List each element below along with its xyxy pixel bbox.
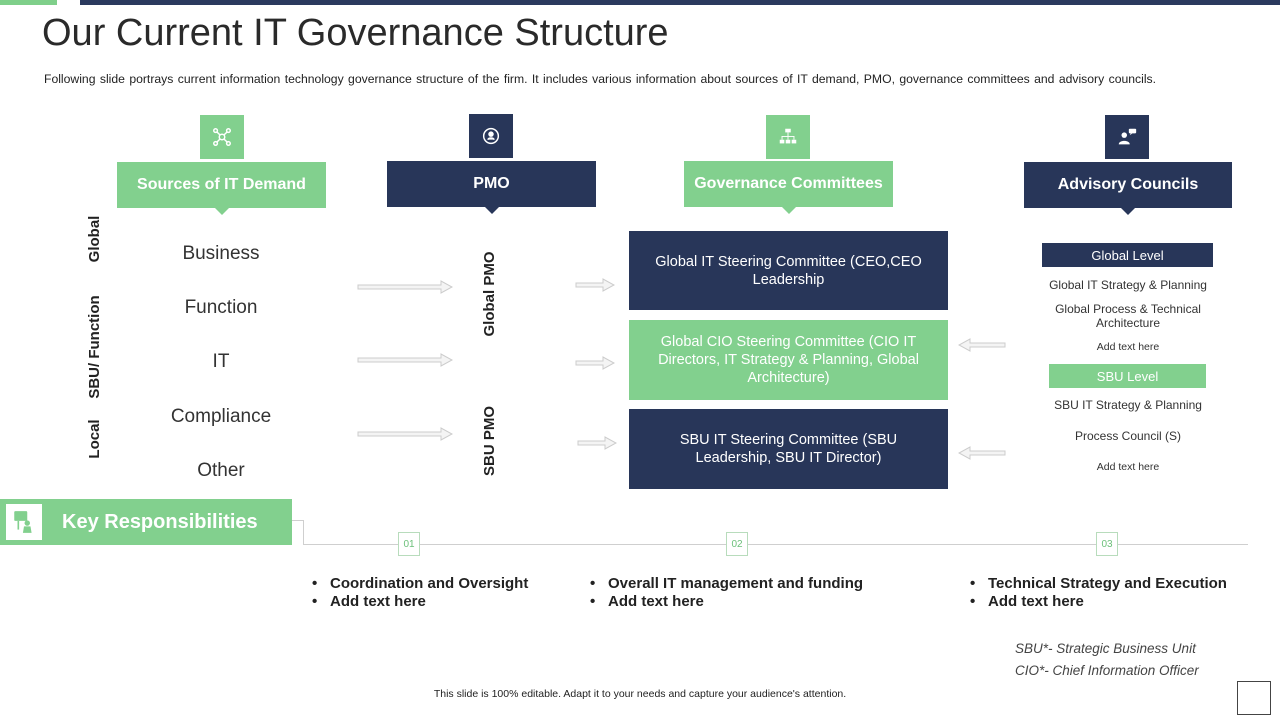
step-marker: 03: [1096, 532, 1118, 556]
scope-label-local: Local: [86, 419, 103, 459]
arrow-right-icon: [357, 353, 453, 367]
header-label: Sources of IT Demand: [137, 176, 306, 193]
source-item[interactable]: Business: [182, 243, 260, 264]
arrow-right-icon: [577, 436, 617, 450]
council-item: Add text here: [1096, 461, 1160, 473]
header-pmo[interactable]: PMO: [387, 161, 596, 214]
corner-box[interactable]: [1237, 681, 1271, 715]
target-person-icon: [469, 114, 513, 158]
arrow-right-icon: [357, 280, 453, 294]
footnote-sbu: SBU*- Strategic Business Unit: [1015, 641, 1196, 656]
council-item: SBU IT Strategy & Planning: [1054, 398, 1202, 412]
council-item: Process Council (S): [1074, 429, 1182, 443]
scope-label-sbu-function: SBU/ Function: [86, 295, 103, 399]
scope-label-global: Global: [86, 215, 103, 263]
responsibility-list-3[interactable]: •Technical Strategy and Execution •Add t…: [970, 575, 1227, 611]
committee-text: Global IT Steering Committee (CEO,CEO Le…: [655, 253, 922, 288]
footer-note: This slide is 100% editable. Adapt it to…: [433, 688, 847, 700]
header-governance-committees[interactable]: Governance Committees: [684, 161, 893, 214]
responsibility-list-2[interactable]: •Overall IT management and funding •Add …: [590, 575, 863, 611]
header-label: PMO: [473, 175, 510, 192]
org-chart-icon: [766, 115, 810, 159]
source-item[interactable]: Other: [197, 460, 245, 481]
committee-global-it-steering[interactable]: Global IT Steering Committee (CEO,CEO Le…: [629, 231, 948, 310]
list-item: •Add text here: [312, 593, 426, 610]
timeline-line: [304, 544, 1248, 545]
council-item: Add text here: [1096, 341, 1160, 353]
slide-title[interactable]: Our Current IT Governance Structure: [42, 12, 669, 54]
committee-global-cio-steering[interactable]: Global CIO Steering Committee (CIO IT Di…: [629, 320, 948, 400]
council-global-level[interactable]: Global Level: [1042, 243, 1213, 267]
key-responsibilities-label: Key Responsibilities: [62, 510, 258, 533]
committee-sbu-it-steering[interactable]: SBU IT Steering Committee (SBU Leadershi…: [629, 409, 948, 489]
list-item: •Add text here: [970, 593, 1084, 610]
person-board-icon: [6, 504, 42, 540]
header-advisory-councils[interactable]: Advisory Councils: [1024, 162, 1232, 215]
source-item[interactable]: IT: [212, 351, 230, 372]
list-item: •Technical Strategy and Execution: [970, 575, 1227, 592]
source-item[interactable]: Function: [184, 297, 258, 318]
step-marker: 01: [398, 532, 420, 556]
step-marker: 02: [726, 532, 748, 556]
network-icon: [200, 115, 244, 159]
pmo-label-global: Global PMO: [481, 251, 498, 337]
responsibility-list-1[interactable]: •Coordination and Oversight •Add text he…: [312, 575, 528, 611]
committee-text: Global CIO Steering Committee (CIO IT Di…: [658, 334, 919, 386]
list-item: •Add text here: [590, 593, 704, 610]
council-item: Global Process & Technical Architecture: [1055, 302, 1201, 330]
arrow-right-icon: [575, 278, 615, 292]
arrow-left-icon: [958, 338, 1006, 352]
council-item: Global IT Strategy & Planning: [1049, 278, 1207, 292]
header-label: Advisory Councils: [1057, 176, 1199, 193]
source-item[interactable]: Compliance: [170, 406, 272, 427]
arrow-right-icon: [575, 356, 615, 370]
header-sources-of-it-demand[interactable]: Sources of IT Demand: [117, 162, 326, 215]
key-responsibilities-banner[interactable]: Key Responsibilities: [0, 499, 292, 545]
top-accent-navy: [80, 0, 1280, 5]
header-label: Governance Committees: [694, 175, 883, 192]
arrow-right-icon: [357, 427, 453, 441]
committee-text: SBU IT Steering Committee (SBU Leadershi…: [679, 432, 898, 466]
list-item: •Coordination and Oversight: [312, 575, 529, 592]
pmo-label-sbu: SBU PMO: [481, 406, 498, 477]
footnote-cio: CIO*- Chief Information Officer: [1015, 663, 1199, 678]
timeline-connector: [292, 520, 304, 545]
slide-subtitle[interactable]: Following slide portrays current informa…: [44, 72, 1157, 86]
council-sbu-level[interactable]: SBU Level: [1049, 364, 1206, 388]
speaker-chat-icon: [1105, 115, 1149, 159]
list-item: •Overall IT management and funding: [590, 575, 864, 592]
top-accent-green: [0, 0, 57, 5]
arrow-left-icon: [958, 446, 1006, 460]
